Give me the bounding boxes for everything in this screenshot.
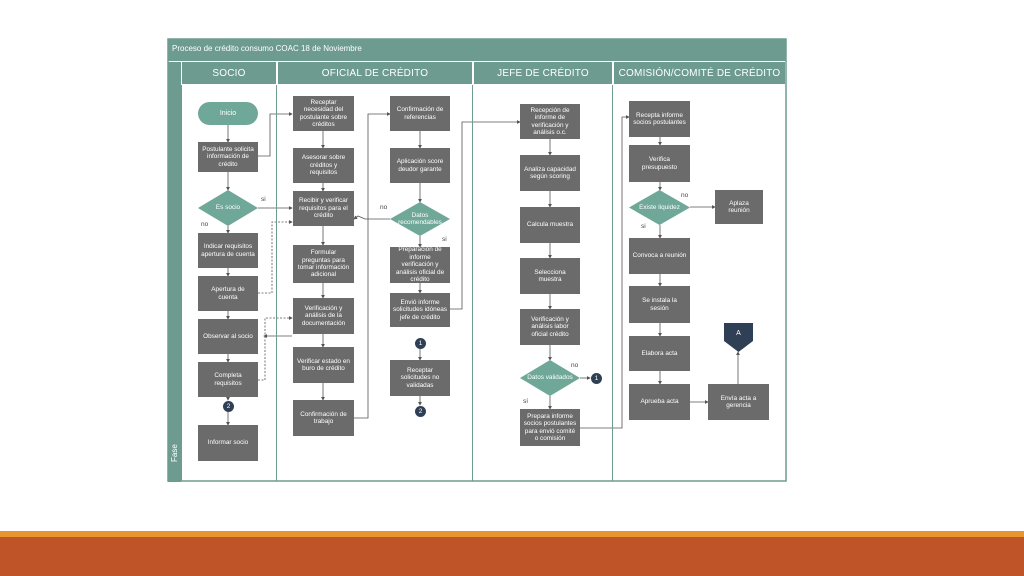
envia-acta-box: Envía acta a gerencia: [708, 384, 769, 420]
asesorar-creditos-box: Asesorar sobre créditos y requisitos: [293, 148, 354, 183]
existe-liquidez-label: Existe liquidez: [639, 203, 680, 211]
aplaza-reunion-box: Aplaza reunión: [715, 190, 763, 224]
confirmacion-trabajo-box: Confirmación de trabajo: [293, 400, 354, 436]
datos-rec-no-label: no: [380, 204, 388, 211]
verifica-presupuesto-box: Verifica presupuesto: [629, 145, 690, 182]
recepta-informe-box: Recepta informe socios postulantes: [629, 101, 690, 137]
phase-column: [168, 62, 181, 482]
lane-oficial: [276, 85, 473, 481]
datos-validados-label: Datos validados: [527, 374, 573, 382]
apertura-cuenta-box: Apertura de cuenta: [198, 276, 258, 311]
preparacion-informe-box: Preparación de informe verificación y an…: [390, 246, 450, 283]
instala-sesion-box: Se instala la sesión: [629, 286, 690, 323]
prepara-informe-box: Prepara informe socios postulantes para …: [520, 409, 580, 446]
datos-rec-si-label: si: [442, 236, 447, 243]
lane-socio: [181, 85, 277, 481]
slide-accent-bar: [0, 531, 1024, 537]
informar-socio-box: Informar socio: [198, 425, 258, 461]
envio-informe-box: Envió informe solicitudes idóneas jefe d…: [390, 293, 450, 327]
connector-2-oficial: 2: [415, 406, 426, 417]
connector-1-oficial: 1: [415, 338, 426, 349]
formular-preguntas-box: Formular preguntas para tomar informació…: [293, 245, 354, 283]
existe-liquidez-decision: [629, 190, 690, 225]
es-socio-si-label: si: [261, 196, 266, 203]
convoca-reunion-box: Convoca a reunión: [629, 238, 690, 274]
lane-header-socio: SOCIO: [182, 62, 276, 84]
recepcion-informe-box: Recepción de informe de verificación y a…: [520, 104, 580, 139]
aprueba-acta-box: Aprueba acta: [629, 384, 690, 420]
connector-2-socio: 2: [223, 401, 234, 412]
receptar-necesidad-box: Receptar necesidad del postulante sobre …: [293, 96, 354, 131]
verificacion-labor-box: Verificación y análisis labor oficial cr…: [520, 309, 580, 345]
lane-header-oficial: OFICIAL DE CRÉDITO: [278, 62, 472, 84]
slide-footer-bar: [0, 537, 1024, 576]
elabora-acta-box: Elabora acta: [629, 336, 690, 371]
lane-comision: [612, 85, 786, 481]
datos-recomendables-label: Datos recomendables: [398, 211, 442, 226]
selecciona-muestra-box: Selecciona muestra: [520, 258, 580, 294]
es-socio-decision: [198, 190, 258, 226]
datos-recomendables-decision: [390, 202, 450, 236]
receptar-no-validadas-box: Receptar solicitudes no validadas: [390, 360, 450, 396]
diagram-title: Proceso de crédito consumo COAC 18 de No…: [172, 44, 362, 53]
es-socio-no-label: no: [201, 221, 209, 228]
start-terminal: Inicio: [198, 102, 258, 125]
lane-header-jefe: JEFE DE CRÉDITO: [474, 62, 612, 84]
title-bar: [168, 39, 786, 61]
calcula-muestra-box: Calcula muestra: [520, 207, 580, 243]
datos-val-si-label: sí: [523, 398, 529, 405]
confirmacion-referencias-box: Confirmación de referencias: [390, 96, 450, 131]
indicar-requisitos-box: Indicar requisitos apertura de cuenta: [198, 233, 258, 268]
offpage-connector-a-label: A: [736, 330, 741, 338]
postulante-solicita-box: Postulante solicita información de crédi…: [198, 142, 258, 172]
datos-val-no-label: no: [571, 362, 579, 369]
es-socio-label: Es socio: [215, 204, 241, 212]
verificacion-documentacion-box: Verificación y análisis de la documentac…: [293, 298, 354, 334]
datos-validados-decision: [520, 360, 580, 396]
aplicacion-score-box: Aplicación score deudor garante: [390, 148, 450, 183]
lane-jefe: [472, 85, 613, 481]
recibir-verificar-box: Recibir y verificar requisitos para el c…: [293, 191, 354, 226]
connector-1-jefe: 1: [591, 373, 602, 384]
flowchart: Proceso de crédito consumo COAC 18 de No…: [167, 38, 787, 482]
observar-socio-box: Observar al socio: [198, 319, 258, 354]
verificar-buro-box: Verificar estado en buro de crédito: [293, 347, 354, 383]
completa-requisitos-box: Completa requisitos: [198, 362, 258, 397]
lane-header-comision: COMISIÓN/COMITÉ DE CRÉDITO: [614, 62, 785, 84]
offpage-connector-a: [724, 323, 753, 352]
analiza-capacidad-box: Analiza capacidad según scoring: [520, 155, 580, 191]
existe-liquidez-no-label: no: [681, 192, 689, 199]
existe-liquidez-si-label: si: [641, 223, 646, 230]
